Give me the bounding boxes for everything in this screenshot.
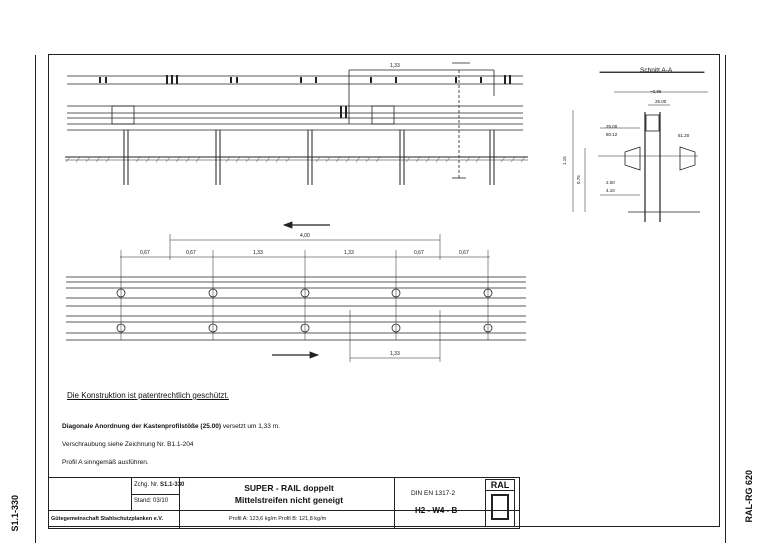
drawing-frame xyxy=(48,54,720,527)
elevation-view xyxy=(65,62,528,185)
svg-text:25.00: 25.00 xyxy=(655,99,667,104)
svg-text:~0,86: ~0,86 xyxy=(650,89,662,94)
title-block: Zchg. Nr. S1.1-330 Stand: 03/10 SUPER - … xyxy=(48,477,520,529)
screw-note: Verschraubung siehe Zeichnung Nr. B1.1-2… xyxy=(62,441,194,448)
plan-view xyxy=(66,221,526,362)
section-title: Schnitt A-A xyxy=(640,67,673,74)
ral-logo: RAL xyxy=(485,479,515,527)
title-line-2: Mittelstreifen nicht geneigt xyxy=(234,495,344,505)
svg-text:25.00: 25.00 xyxy=(606,124,618,129)
org-name: Gütegemeinschaft Stahlschutzplanken e.V. xyxy=(51,516,163,522)
svg-text:0,67: 0,67 xyxy=(414,250,424,256)
svg-text:0,67: 0,67 xyxy=(459,250,469,256)
dim-label: 1,33 xyxy=(390,63,400,69)
diagonal-note: Diagonale Anordnung der Kastenprofilstöß… xyxy=(62,423,280,430)
svg-text:0.75: 0.75 xyxy=(576,175,581,184)
svg-text:61.20: 61.20 xyxy=(678,133,690,138)
svg-text:2.00: 2.00 xyxy=(606,180,615,185)
svg-text:0,67: 0,67 xyxy=(186,250,196,256)
svg-text:0,67: 0,67 xyxy=(140,250,150,256)
frame-line-left xyxy=(35,55,36,543)
svg-text:1,33: 1,33 xyxy=(253,250,263,256)
norm-label: DIN EN 1317-2 xyxy=(411,490,456,497)
profile-weights: Profil A: 123,6 kg/m Profil B: 121,8 kg/… xyxy=(229,516,327,522)
frame-line-right xyxy=(725,55,726,543)
svg-text:1.15: 1.15 xyxy=(562,156,567,165)
patent-note: Die Konstruktion ist patentrechtlich ges… xyxy=(67,391,229,400)
class-label: H2 - W4 - B xyxy=(415,506,458,515)
revision-label: Stand: 03/10 xyxy=(134,498,169,504)
title-line-1: SUPER - RAIL doppelt xyxy=(244,483,334,493)
svg-text:1,33: 1,33 xyxy=(344,250,354,256)
svg-text:80.12: 80.12 xyxy=(606,132,618,137)
profile-note: Profil A sinngemäß ausführen. xyxy=(62,459,149,466)
drawing-number-label: Zchg. Nr. S1.1-330 xyxy=(134,482,185,488)
section-view xyxy=(572,71,708,222)
svg-text:4,00: 4,00 xyxy=(300,233,310,239)
svg-text:1,33: 1,33 xyxy=(390,351,400,357)
svg-text:4.10: 4.10 xyxy=(606,188,615,193)
